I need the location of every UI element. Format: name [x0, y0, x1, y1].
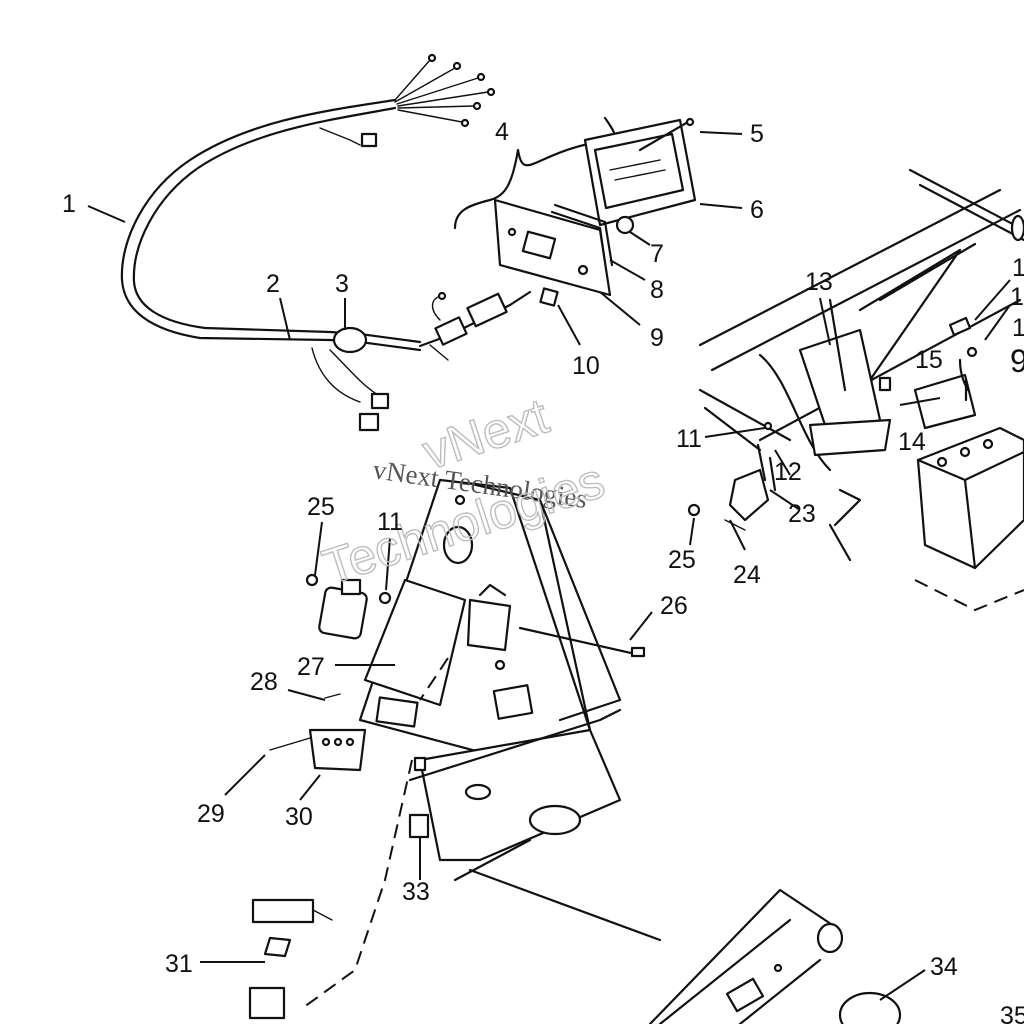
connector-plug: [358, 412, 380, 432]
callout-16-partial: 1: [1012, 254, 1024, 282]
callout-14: 14: [898, 428, 926, 456]
callout-24: 24: [733, 561, 761, 589]
callout-17-partial: 1: [1010, 283, 1024, 311]
watermark-outline-vnext: vNext: [416, 388, 555, 481]
callout-34: 34: [930, 953, 958, 981]
callout-25-right: 25: [668, 546, 696, 574]
key-switch: [728, 468, 770, 522]
taillight-assembly: [453, 116, 697, 307]
switch-cover: [308, 728, 367, 772]
callout-29: 29: [197, 800, 225, 828]
frame-upper: [687, 168, 1024, 612]
callout-7: 7: [650, 240, 664, 268]
callout-6: 6: [750, 196, 764, 224]
callout-1: 1: [62, 190, 76, 218]
lower-frame: [648, 888, 902, 1024]
cover-plate: [363, 578, 467, 707]
leader-lines: [87, 131, 1011, 1001]
callout-3: 3: [335, 270, 349, 298]
relay: [332, 326, 368, 354]
callout-15: 15: [915, 346, 943, 374]
callout-26: 26: [660, 592, 688, 620]
callout-27: 27: [297, 653, 325, 681]
bulb: [615, 215, 635, 235]
battery-cover: [913, 373, 977, 430]
callout-11-lower: 11: [377, 508, 403, 536]
callout-30: 30: [285, 803, 313, 831]
callout-28: 28: [250, 668, 278, 696]
callout-4: 4: [495, 118, 509, 146]
callout-9: 9: [650, 324, 664, 352]
lower-parts: [248, 657, 449, 1020]
battery: [916, 426, 1024, 570]
module: [251, 898, 315, 924]
callout-8: 8: [650, 276, 664, 304]
drive-clutch: [838, 991, 902, 1024]
callout-31: 31: [165, 950, 193, 978]
callout-11-upper: 11: [676, 425, 702, 453]
callout-13: 13: [805, 268, 833, 296]
callout-18-partial: 1: [1012, 314, 1024, 342]
callout-12: 12: [774, 458, 802, 486]
callout-2: 2: [266, 270, 280, 298]
callout-25-left: 25: [307, 493, 335, 521]
console-tower: [269, 478, 662, 942]
callout-5: 5: [750, 120, 764, 148]
callout-35-partial: 35: [1000, 1002, 1024, 1024]
callout-33: 33: [402, 878, 430, 906]
callout-10: 10: [572, 352, 600, 380]
callout-labels: 1 2 3 4 5 6 7 8 9 10 11 12 13 14 15 23 2…: [62, 118, 1024, 1024]
nut: [539, 287, 559, 307]
callout-23: 23: [788, 500, 816, 528]
wiring-harness: [120, 53, 532, 432]
callout-19-partial: 9: [1010, 343, 1024, 379]
